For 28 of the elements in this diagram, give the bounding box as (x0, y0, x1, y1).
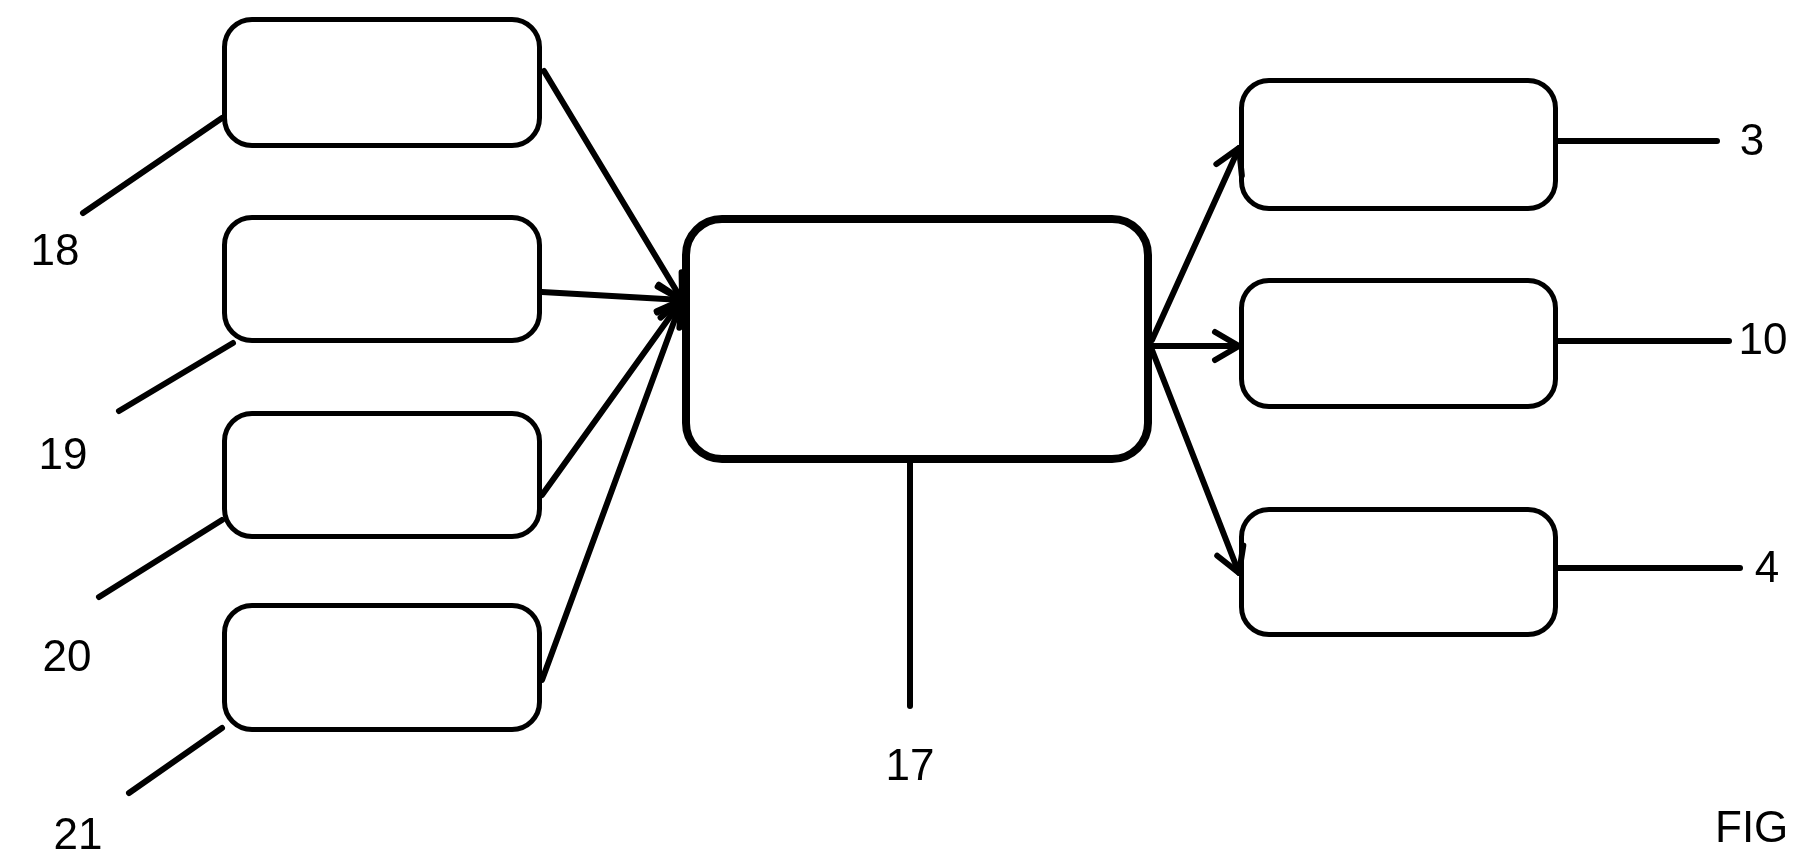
leader-line (1555, 565, 1743, 571)
leader-line (80, 115, 225, 216)
rounded-box (222, 411, 542, 539)
arrow (1149, 347, 1247, 576)
reference-numeral: 20 (42, 634, 92, 678)
reference-numeral: 19 (38, 432, 88, 476)
rounded-box (1239, 278, 1558, 409)
rounded-box (1239, 507, 1558, 637)
leader-line (116, 340, 236, 414)
central-box (682, 215, 1152, 463)
leader-line (1555, 338, 1732, 344)
leader-line (1555, 138, 1720, 144)
rounded-box (1239, 78, 1558, 211)
rounded-box (222, 603, 542, 732)
reference-numeral: 18 (30, 228, 80, 272)
reference-numeral: 3 (1739, 118, 1765, 162)
leader-line (96, 517, 225, 600)
arrow (1149, 329, 1242, 363)
leader-line (907, 460, 913, 709)
figure-label: FIG (1715, 805, 1789, 849)
reference-numeral: 10 (1738, 317, 1788, 361)
rounded-box (222, 215, 542, 343)
reference-numeral: 17 (885, 743, 935, 787)
rounded-box (222, 17, 542, 148)
arrow (1149, 145, 1245, 343)
reference-numeral: 21 (53, 812, 103, 856)
leader-line (126, 725, 225, 796)
reference-numeral: 4 (1754, 545, 1780, 589)
